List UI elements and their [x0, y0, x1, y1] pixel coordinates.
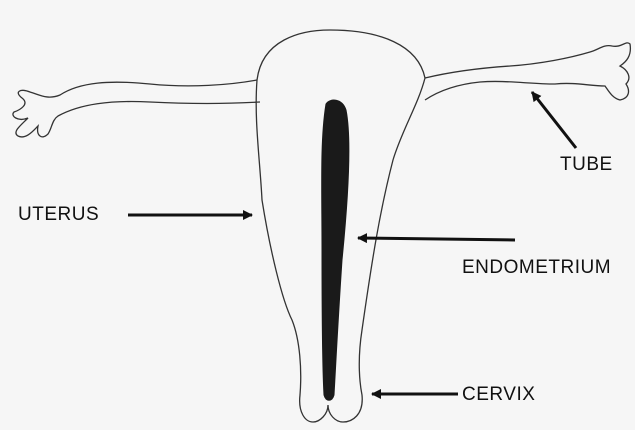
tube-label: TUBE — [560, 155, 613, 174]
left-tube — [13, 80, 260, 137]
endometrium-shape — [322, 100, 349, 400]
cervix-label: CERVIX — [462, 385, 535, 404]
endometrium-label: ENDOMETRIUM — [462, 258, 611, 277]
right-tube — [425, 43, 630, 100]
uterus-label: UTERUS — [18, 205, 99, 224]
tube-arrow — [532, 92, 576, 148]
endometrium-arrow — [358, 238, 515, 240]
